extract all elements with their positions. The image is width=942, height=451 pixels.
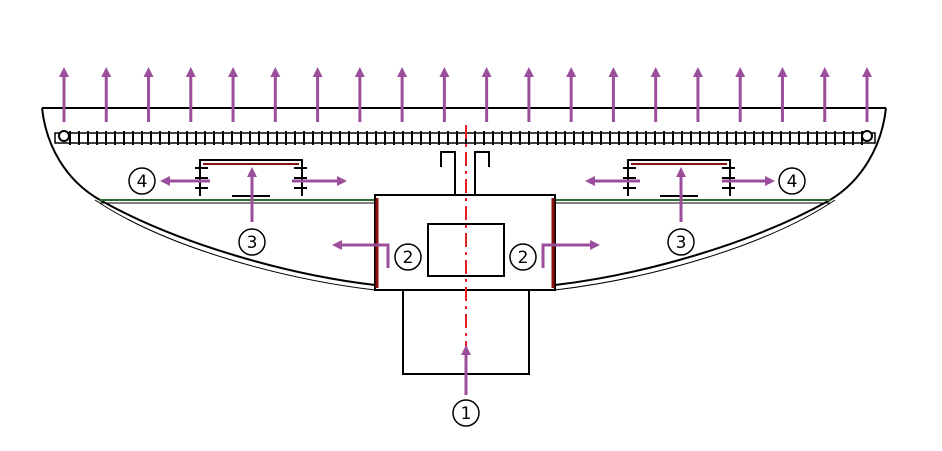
callout-side-left-text: 2 xyxy=(403,248,414,268)
shell-inner-right xyxy=(554,199,836,291)
shell-outline xyxy=(41,107,887,291)
shell-bottom-left-curve xyxy=(99,199,376,286)
bracket-left xyxy=(195,159,307,197)
callout-up-right: 3 xyxy=(667,228,695,256)
callout-side-right-text: 2 xyxy=(518,248,529,268)
callout-side-right: 2 xyxy=(509,243,537,271)
center-hooks xyxy=(440,151,490,195)
callout-inlet: 1 xyxy=(452,399,480,427)
arrow-side-right xyxy=(541,240,600,268)
shell-left-curve xyxy=(41,107,101,201)
callout-up-left-text: 3 xyxy=(247,233,258,253)
callout-inlet-text: 1 xyxy=(461,404,472,424)
rail-end-left xyxy=(58,130,70,142)
flow-arrows xyxy=(160,167,775,395)
callout-lateral-right: 4 xyxy=(778,167,806,195)
rail-end-right xyxy=(861,130,873,142)
shell-right-curve xyxy=(829,107,887,201)
callout-up-right-text: 3 xyxy=(676,233,687,253)
shell-inner-left xyxy=(94,199,376,291)
callout-lateral-right-text: 4 xyxy=(787,172,798,192)
hook-right xyxy=(474,151,490,195)
callout-lateral-left-text: 4 xyxy=(137,172,148,192)
arrow-side-left xyxy=(332,240,390,268)
top-arrows xyxy=(59,67,872,122)
shell-bottom-right-curve xyxy=(554,199,831,286)
hook-left xyxy=(440,151,456,195)
rail-ticks xyxy=(69,131,863,145)
callout-lateral-left: 4 xyxy=(128,167,156,195)
callout-side-left: 2 xyxy=(394,243,422,271)
callout-up-left: 3 xyxy=(238,228,266,256)
bracket-right xyxy=(623,159,735,197)
bracket-right-frame xyxy=(627,159,731,196)
